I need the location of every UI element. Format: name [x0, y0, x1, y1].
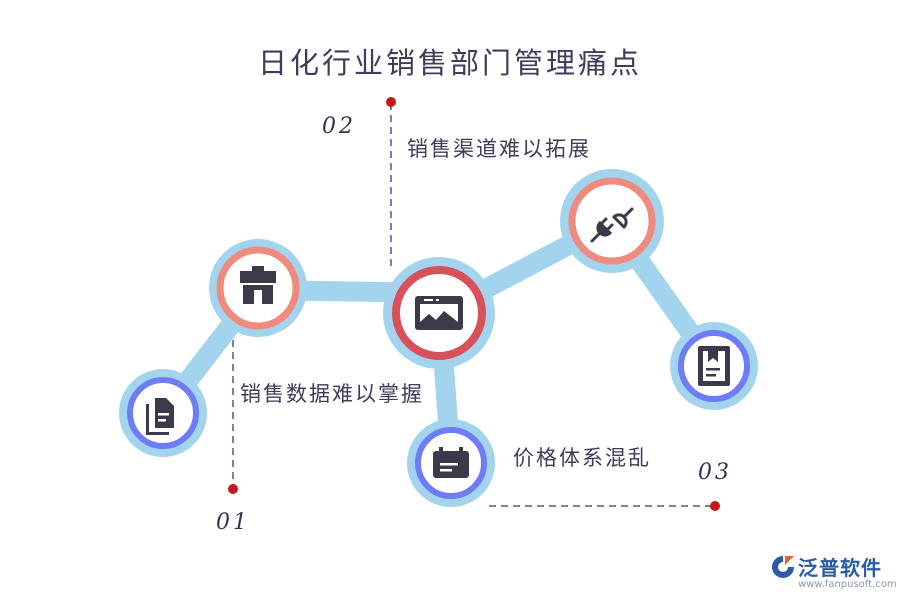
marker-dot-01 [228, 484, 238, 494]
marker-dot-02 [386, 97, 396, 107]
node-shop [209, 239, 307, 337]
brand-logo: 泛普软件 www.fanpusoft.com [770, 552, 897, 596]
node-card [407, 419, 495, 507]
number-01: 01 [216, 510, 250, 535]
node-bookmark [670, 322, 758, 410]
shop-icon [240, 266, 276, 304]
number-02: 02 [322, 114, 356, 139]
number-03: 03 [698, 460, 732, 485]
card-icon [433, 447, 469, 478]
logo-icon [772, 556, 794, 578]
bookmark-icon [698, 346, 730, 386]
label-sales-data: 销售数据难以掌握 [240, 382, 424, 406]
node-image [383, 257, 495, 369]
label-price-system: 价格体系混乱 [513, 446, 651, 470]
label-sales-channels: 销售渠道难以拓展 [407, 137, 591, 161]
node-plug [560, 169, 664, 273]
marker-dot-03 [710, 501, 720, 511]
plug-icon [590, 207, 634, 243]
node-documents [119, 369, 207, 457]
documents-icon [146, 398, 174, 435]
guide-lines [232, 103, 714, 507]
logo-name: 泛普软件 [798, 556, 882, 580]
page-title: 日化行业销售部门管理痛点 [257, 46, 642, 80]
image-icon [415, 296, 463, 330]
logo-url: www.fanpusoft.com [798, 579, 897, 590]
